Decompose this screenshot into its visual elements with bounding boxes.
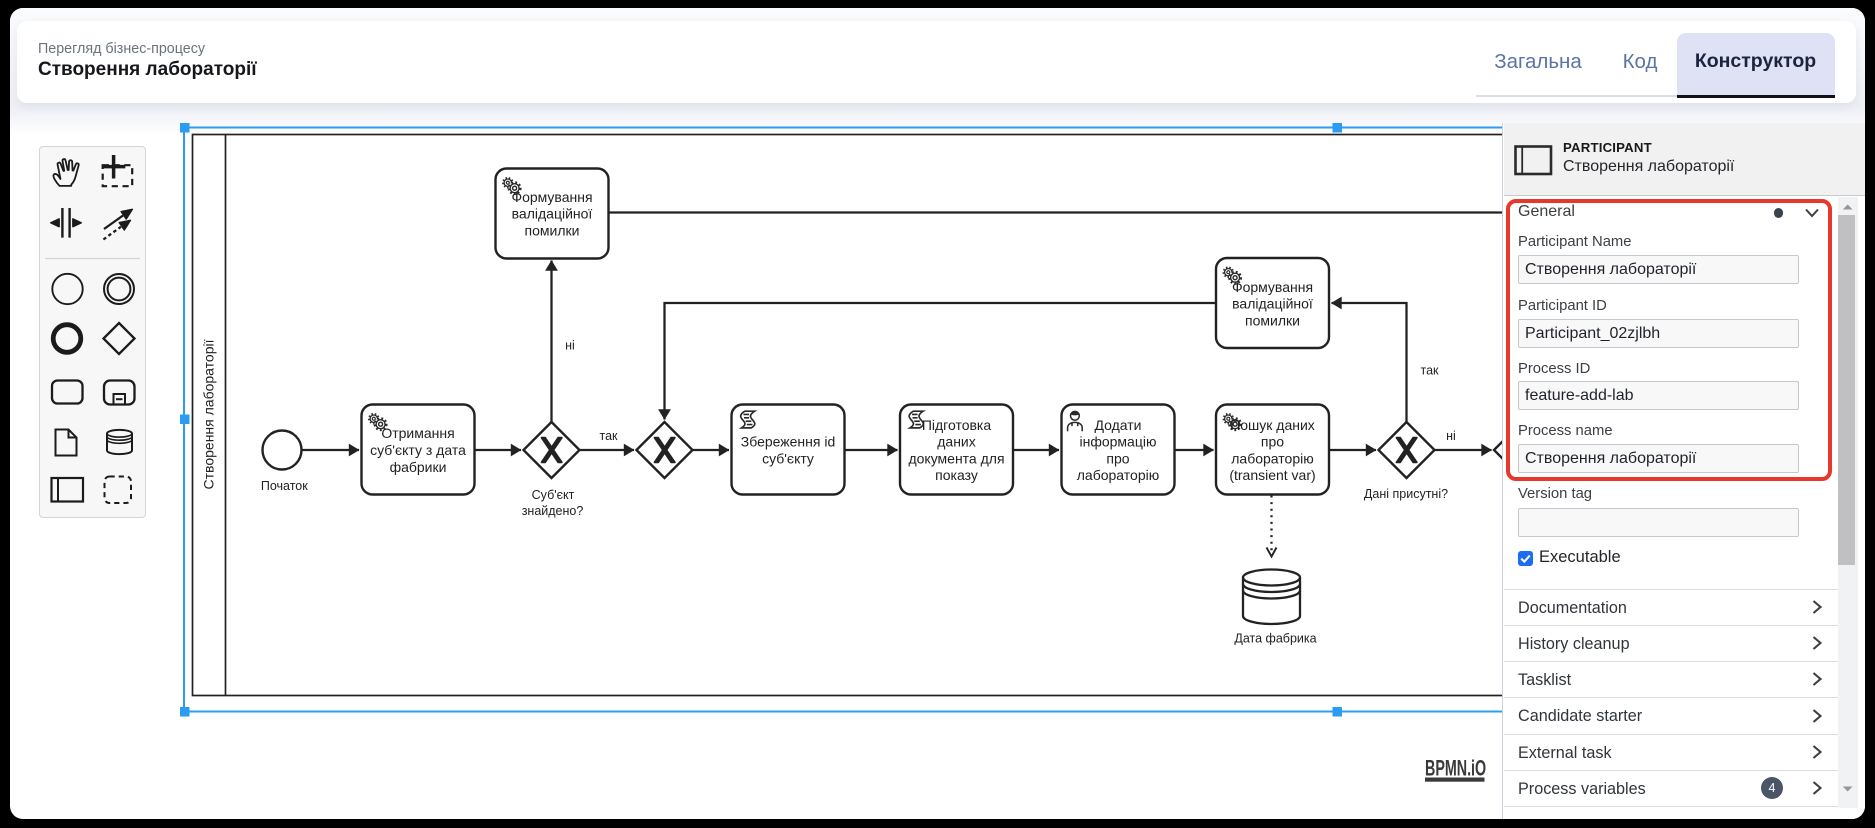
svg-text:Збереження id: Збереження id [741,434,836,450]
svg-text:знайдено?: знайдено? [522,504,584,518]
svg-text:Створення лабораторії: Створення лабораторії [201,339,217,489]
svg-text:суб'єкту з дата: суб'єкту з дата [370,442,466,458]
svg-text:валідаційної: валідаційної [512,206,593,222]
svg-text:помилки: помилки [1245,313,1300,329]
svg-text:Формування: Формування [511,189,592,205]
svg-text:Дані присутні?: Дані присутні? [1364,487,1448,501]
svg-text:лабораторію: лабораторію [1231,450,1313,466]
svg-text:фабрики: фабрики [390,459,447,475]
svg-text:Дата фабрика: Дата фабрика [1234,631,1316,645]
svg-text:ні: ні [1446,429,1456,443]
svg-text:даних: даних [937,434,976,450]
svg-text:лабораторію: лабораторію [1077,467,1159,483]
svg-text:валідаційної: валідаційної [1232,296,1313,312]
svg-text:Пошук даних: Пошук даних [1230,417,1315,433]
svg-text:Додати: Додати [1095,417,1142,433]
svg-text:Формування: Формування [1232,279,1313,295]
svg-text:показу: показу [935,467,978,483]
svg-text:(transient var): (transient var) [1229,467,1315,483]
svg-text:ні: ні [565,338,575,352]
svg-text:BPMN.iO: BPMN.iO [1425,755,1486,780]
svg-text:Підготовка: Підготовка [922,417,992,433]
svg-text:про: про [1261,434,1284,450]
svg-text:документа для: документа для [908,450,1004,466]
svg-text:про: про [1106,450,1129,466]
svg-text:так: так [1420,363,1439,377]
svg-text:суб'єкту: суб'єкту [762,450,814,466]
svg-text:Початок: Початок [261,479,308,493]
svg-text:Отримання: Отримання [381,425,454,441]
svg-text:так: так [599,429,618,443]
svg-text:інформацію: інформацію [1080,434,1157,450]
svg-text:Суб'єкт: Суб'єкт [532,488,575,502]
svg-text:помилки: помилки [525,223,580,239]
